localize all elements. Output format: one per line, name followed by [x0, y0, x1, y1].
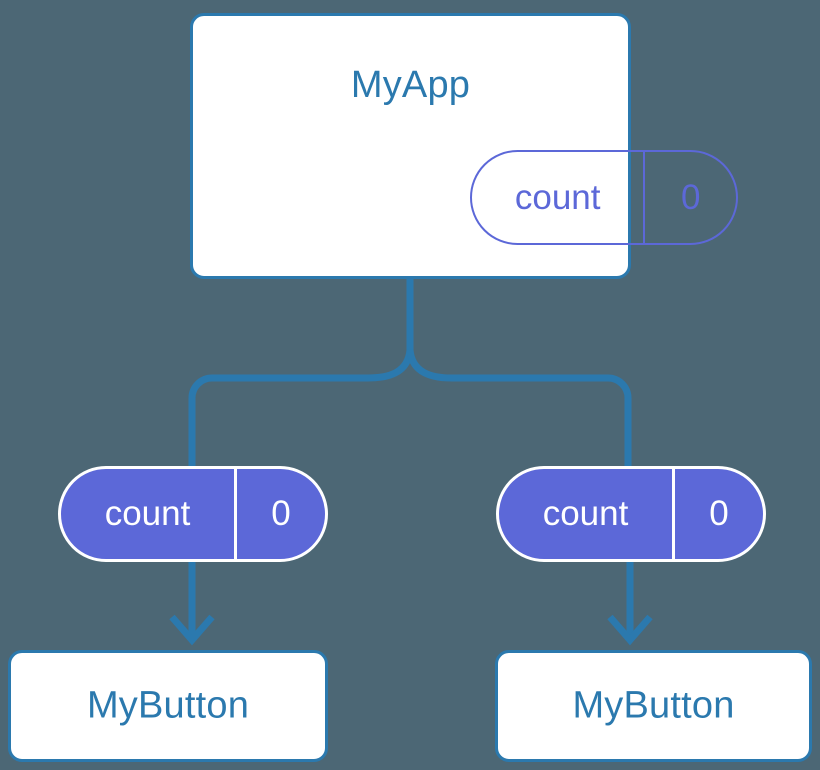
state-value-label: 0	[680, 177, 701, 217]
component-card-myapp[interactable]: MyApp count 0	[190, 13, 738, 279]
state-key-label: count	[61, 469, 238, 559]
state-key-label: count	[472, 152, 646, 243]
state-value-label: 0	[271, 494, 291, 533]
state-pill-myapp-count[interactable]: count 0	[470, 150, 738, 245]
wire-fork-right	[406, 349, 608, 382]
state-value-label: 0	[709, 494, 729, 533]
wire-drop-left	[188, 374, 213, 470]
arrowhead-left	[169, 614, 215, 646]
component-card-mybutton-left[interactable]: MyButton	[8, 650, 328, 762]
component-title-myapp: MyApp	[350, 64, 471, 106]
wire-drop-right	[607, 374, 632, 470]
arrowhead-right	[607, 614, 653, 646]
component-title-mybutton: MyButton	[572, 684, 735, 727]
state-key-label: count	[499, 469, 676, 559]
state-pill-branch-right-count[interactable]: count 0	[496, 466, 766, 562]
component-title-mybutton: MyButton	[86, 684, 250, 727]
wire-fork-left	[212, 349, 414, 382]
state-pill-branch-left-count[interactable]: count 0	[58, 466, 328, 562]
component-card-mybutton-right[interactable]: MyButton	[495, 650, 812, 762]
